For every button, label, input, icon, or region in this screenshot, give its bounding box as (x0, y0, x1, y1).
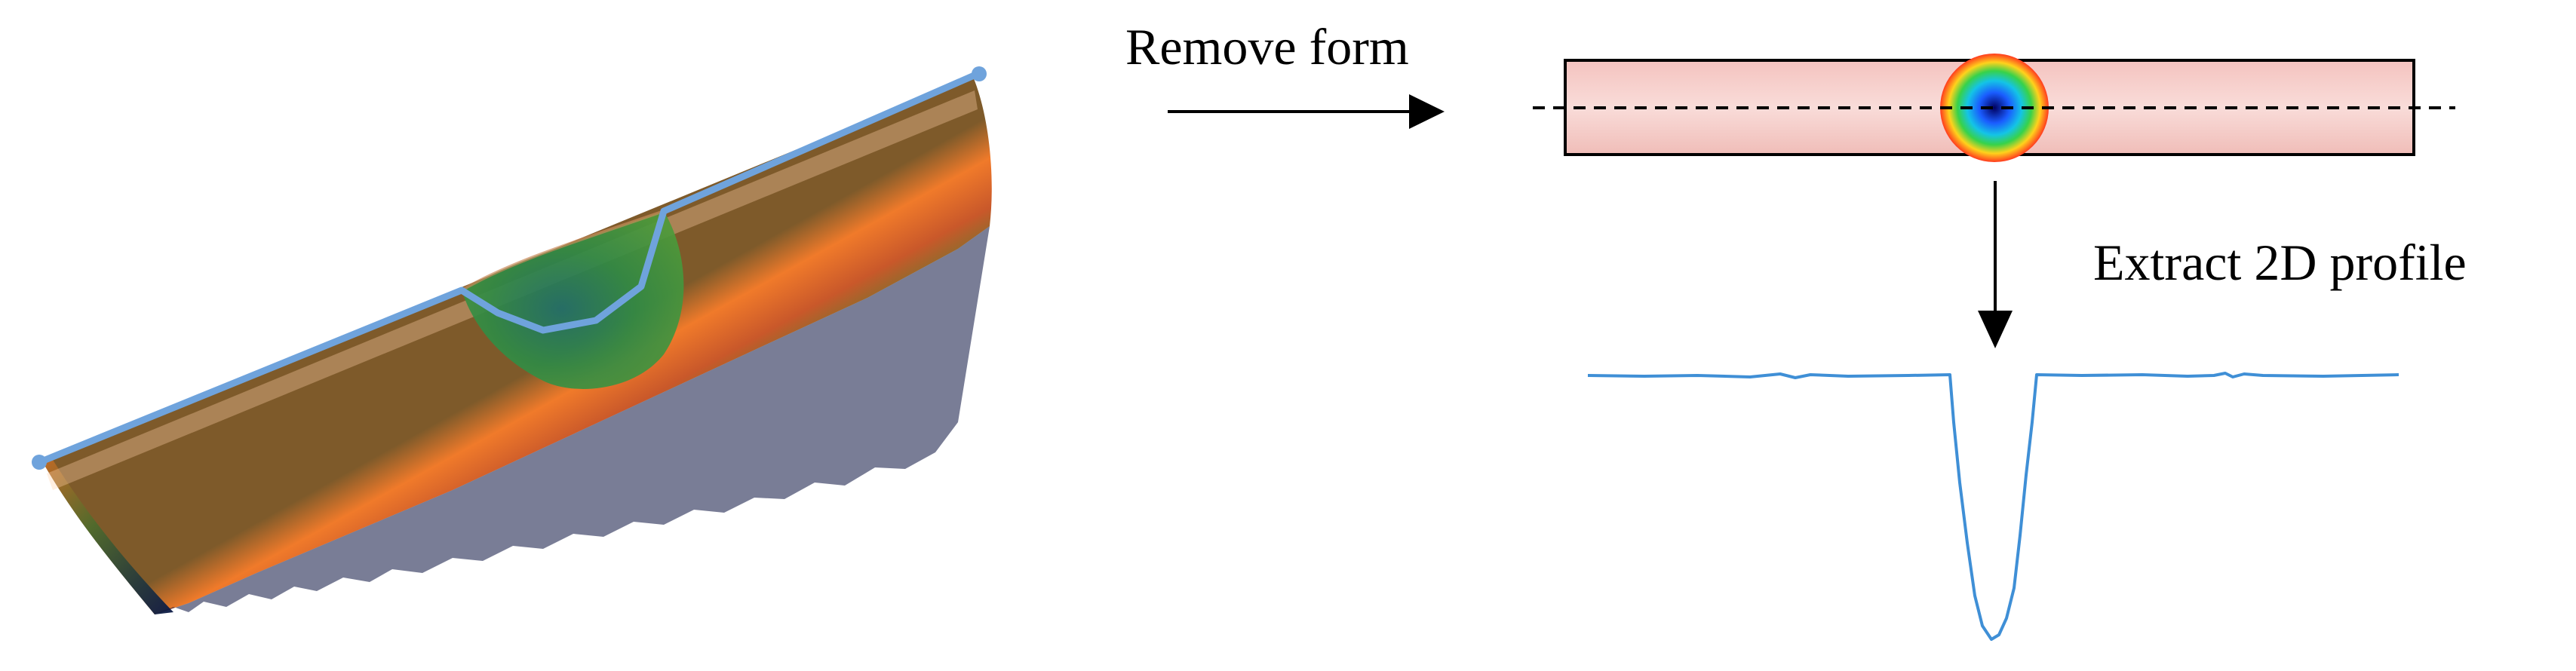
extract-profile-arrow (1978, 181, 2013, 348)
remove-form-label: Remove form (1125, 18, 1409, 75)
extraction-line-end-handle (972, 66, 987, 81)
profile-2d (1587, 372, 2399, 641)
dimple-crater (462, 211, 684, 389)
surface-3d-scan (32, 66, 992, 614)
crater-rim (460, 210, 665, 292)
profile-line (1587, 372, 2399, 641)
cylinder-end-face (41, 460, 173, 614)
remove-form-arrow (1168, 94, 1445, 129)
dimple-heightmap (1940, 54, 2049, 162)
flattened-surface-map (1533, 54, 2455, 162)
extract-profile-label: Extract 2D profile (2093, 234, 2467, 291)
rough-bottom-edge (155, 226, 990, 614)
extraction-line-start-handle (32, 455, 47, 470)
extraction-line (38, 70, 981, 465)
down-arrow-icon (1978, 311, 2013, 348)
right-arrow-icon (1409, 94, 1445, 129)
